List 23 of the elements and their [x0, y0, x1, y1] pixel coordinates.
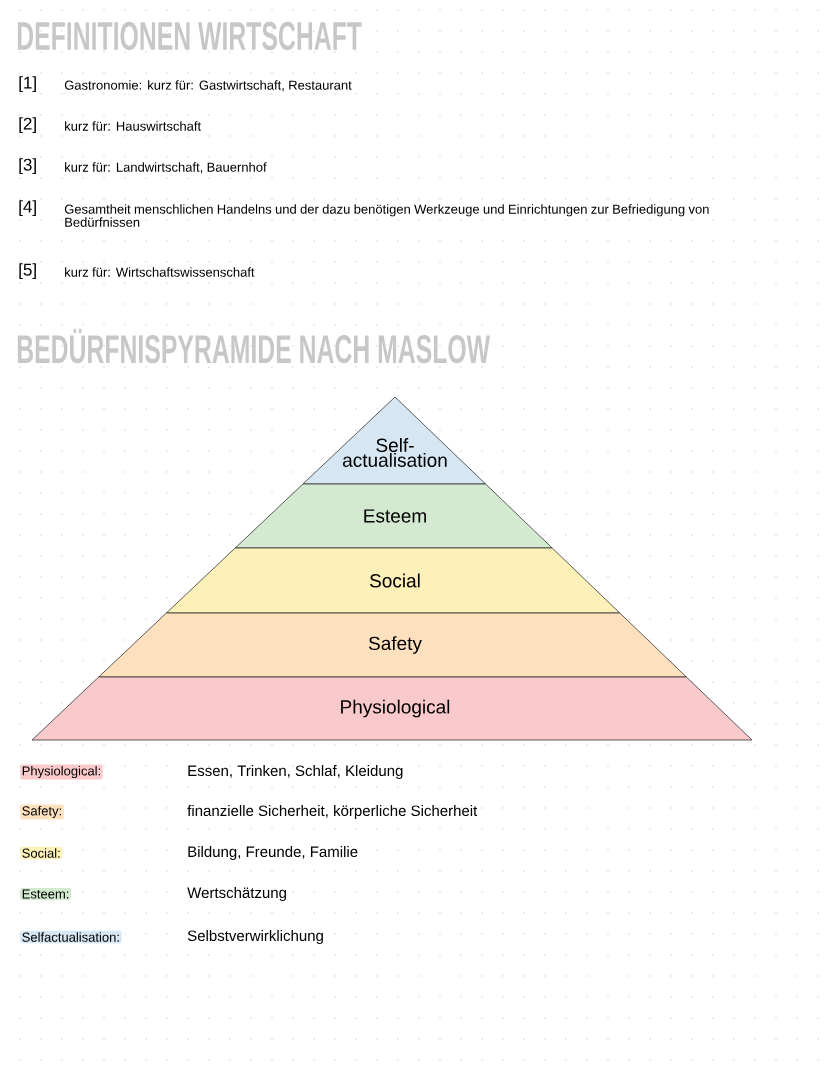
pyramid-level: Social — [166, 547, 621, 614]
definition-text: kurz für: Hauswirtschaft — [65, 121, 201, 131]
definition-text: Gesamtheit menschlichen Handelns und der dazu benötigen Werkzeuge und Einrichtungen zur Befriedigung von Bedürfnissen — [64, 204, 709, 227]
description-text: finanzielle Sicherheit, körperliche Sicherheit — [187, 805, 478, 819]
item-number: [5] — [19, 263, 36, 280]
pyramid-level: Esteem — [234, 483, 553, 549]
item-number: [3] — [19, 158, 36, 175]
definition-text: kurz für: Wirtschaftswissenschaft — [65, 267, 255, 277]
description-text: Selbstverwirklichung — [187, 930, 323, 944]
description-text: Bildung, Freunde, Familie — [188, 846, 358, 860]
highlighted-term: Safety: — [20, 804, 64, 820]
highlighted-term: Physiological: — [20, 764, 103, 780]
definition-text: kurz für: Landwirtschaft, Bauernhof — [65, 162, 267, 174]
pyramid-apex: Self-actualisation — [302, 396, 486, 485]
description-text: Wertschätzung — [187, 887, 286, 901]
item-number: [4] — [19, 200, 36, 217]
pyramid-level: Safety — [98, 612, 687, 678]
item-number: [2] — [19, 117, 36, 134]
item-number: [1] — [19, 76, 36, 93]
pyramid-level: Physiological — [31, 676, 753, 741]
heading: DEFINITIONEN WIRTSCHAFT — [17, 21, 362, 51]
description-text: Essen, Trinken, Schlaf, Kleidung — [188, 765, 403, 779]
definition-text: Gastronomie: kurz für: Gastwirtschaft, Restaurant — [64, 80, 352, 92]
